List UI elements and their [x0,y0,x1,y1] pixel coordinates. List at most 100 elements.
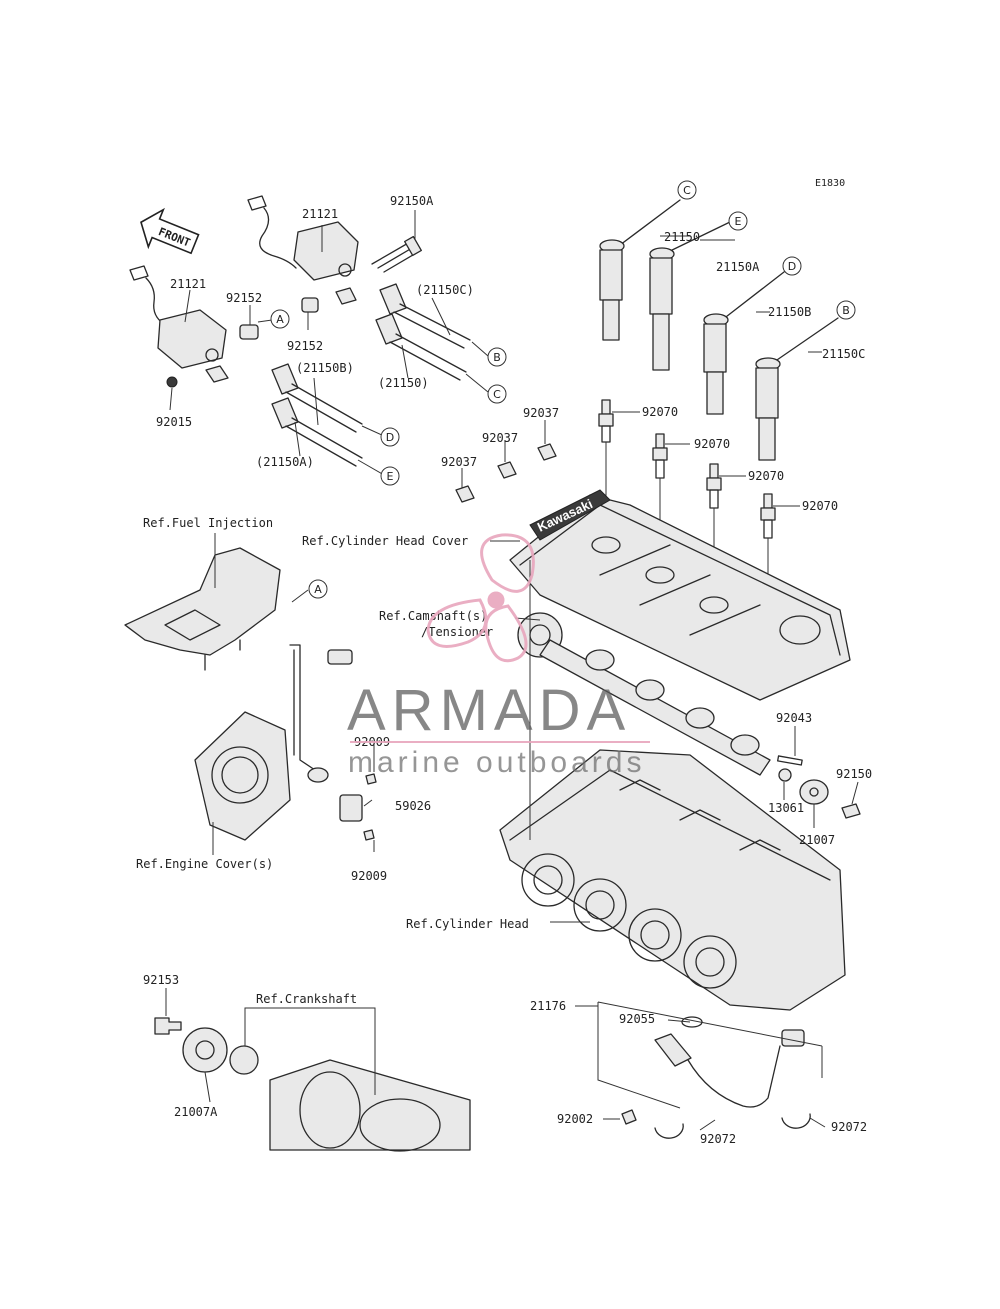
svg-text:A: A [314,583,322,596]
callout-B-left[interactable]: B [487,347,507,367]
svg-text:E: E [387,470,394,483]
part-label-21150C[interactable]: 21150C [822,347,865,361]
plug-cap-21150A [649,221,731,371]
camshaft [517,612,771,776]
part-label-92153[interactable]: 92153 [143,973,179,987]
part-label-21007[interactable]: 21007 [799,833,835,847]
ignition-coil-left [129,265,229,388]
part-label-92072-a[interactable]: 92072 [700,1132,736,1146]
part-label-92070-2[interactable]: 92070 [694,437,730,451]
part-label-59026[interactable]: 59026 [395,799,431,813]
part-label-21121-right[interactable]: 21121 [302,207,338,221]
part-label-92150A[interactable]: 92150A [390,194,434,208]
cylinder-head-cover: Kawasaki [509,489,851,701]
clamp-92072-a [654,1123,684,1139]
part-label-92037-1[interactable]: 92037 [523,406,559,420]
part-label-92037-2[interactable]: 92037 [482,431,518,445]
svg-text:A: A [276,313,284,326]
part-label-92150[interactable]: 92150 [836,767,872,781]
svg-text:E: E [735,215,742,228]
crankshaft [229,1045,471,1152]
spark-plug-92070-3 [706,463,722,509]
svg-text:C: C [493,388,501,401]
plug-cap-21150 [599,199,681,341]
part-label-21150C-ref[interactable]: (21150C) [416,283,474,297]
bolt-92002 [621,1109,637,1125]
part-label-92152-b[interactable]: 92152 [287,339,323,353]
washer-13061 [778,768,792,782]
part-label-92070-3[interactable]: 92070 [748,469,784,483]
callout-A-coil[interactable]: A [270,309,290,329]
clip-92037-1 [537,443,557,461]
watermark-tagline: marine outboards [348,746,645,779]
ref-label-engine-covers[interactable]: Ref.Engine Cover(s) [136,857,273,871]
part-label-21150B[interactable]: 21150B [768,305,811,319]
part-label-21150-ref[interactable]: (21150) [378,376,429,390]
part-label-21150B-ref[interactable]: (21150B) [296,361,354,375]
callout-D-right[interactable]: D [782,256,802,276]
callout-A-bracket[interactable]: A [308,579,328,599]
callout-D-left[interactable]: D [380,427,400,447]
svg-text:D: D [788,260,796,273]
part-label-21150A[interactable]: 21150A [716,260,760,274]
plug-cap-21150B-ref [271,363,363,433]
front-arrow-icon: FRONT [140,207,200,255]
part-label-92055[interactable]: 92055 [619,1012,655,1026]
screw-92009-a [365,773,377,785]
callout-E-right[interactable]: E [728,211,748,231]
ref-label-crankshaft[interactable]: Ref.Crankshaft [256,992,357,1006]
callout-C-right[interactable]: C [677,180,697,200]
part-label-13061[interactable]: 13061 [768,801,804,815]
rotor-21007 [799,779,829,805]
leader-lines-lower [165,533,826,1131]
leader-lines-coils [169,210,489,476]
part-label-92002[interactable]: 92002 [557,1112,593,1126]
part-label-21150A-ref[interactable]: (21150A) [256,455,314,469]
spark-plug-92070-1 [598,399,614,443]
callout-B-right[interactable]: B [836,300,856,320]
part-label-92152-a[interactable]: 92152 [226,291,262,305]
bolt-92153 [154,1017,182,1035]
ignition-coil-right [247,195,359,305]
part-label-92070-4[interactable]: 92070 [802,499,838,513]
leader-lines-cam [783,726,859,828]
plug-cap-21150B [703,271,785,415]
part-label-92037-3[interactable]: 92037 [441,455,477,469]
part-label-21150[interactable]: 21150 [664,230,700,244]
ref-label-cylinder-head[interactable]: Ref.Cylinder Head [406,917,529,931]
plug-cap-21150-ref [375,313,467,381]
part-label-92043[interactable]: 92043 [776,711,812,725]
plug-cap-21150A-ref [271,397,363,467]
clamp-92072-b [781,1113,811,1129]
part-label-92070-1[interactable]: 92070 [642,405,678,419]
fuel-injection-bracket [124,547,281,671]
cylinder-head [499,749,846,1011]
svg-text:B: B [842,304,850,317]
watermark: ARMADA marine outboards [347,533,650,779]
bolt-92150 [841,803,861,819]
ref-label-tensioner[interactable]: /Tensioner [421,625,493,639]
part-label-21176[interactable]: 21176 [530,999,566,1013]
svg-text:C: C [683,184,691,197]
ref-label-cylinder-head-cover[interactable]: Ref.Cylinder Head Cover [302,534,468,548]
clip-92037-2 [497,461,517,479]
part-label-92015[interactable]: 92015 [156,415,192,429]
part-label-92072-b[interactable]: 92072 [831,1120,867,1134]
callout-E-left[interactable]: E [380,466,400,486]
part-label-21121-left[interactable]: 21121 [170,277,206,291]
pickup-coil-59026 [289,644,363,822]
engine-cover [194,711,291,841]
plug-cap-21150C [755,317,839,461]
ref-label-fuel-injection[interactable]: Ref.Fuel Injection [143,516,273,530]
rotor-21007A [182,1027,228,1073]
part-label-21007A[interactable]: 21007A [174,1105,218,1119]
screw-92009-b [363,829,375,841]
part-label-92009-b[interactable]: 92009 [351,869,387,883]
spark-plug-92070-4 [760,493,776,539]
svg-text:D: D [386,431,394,444]
callout-C-left[interactable]: C [487,384,507,404]
watermark-brand: ARMADA [347,678,631,743]
plug-cap-21150C-ref [379,283,471,349]
collar-92152-a [239,324,259,340]
